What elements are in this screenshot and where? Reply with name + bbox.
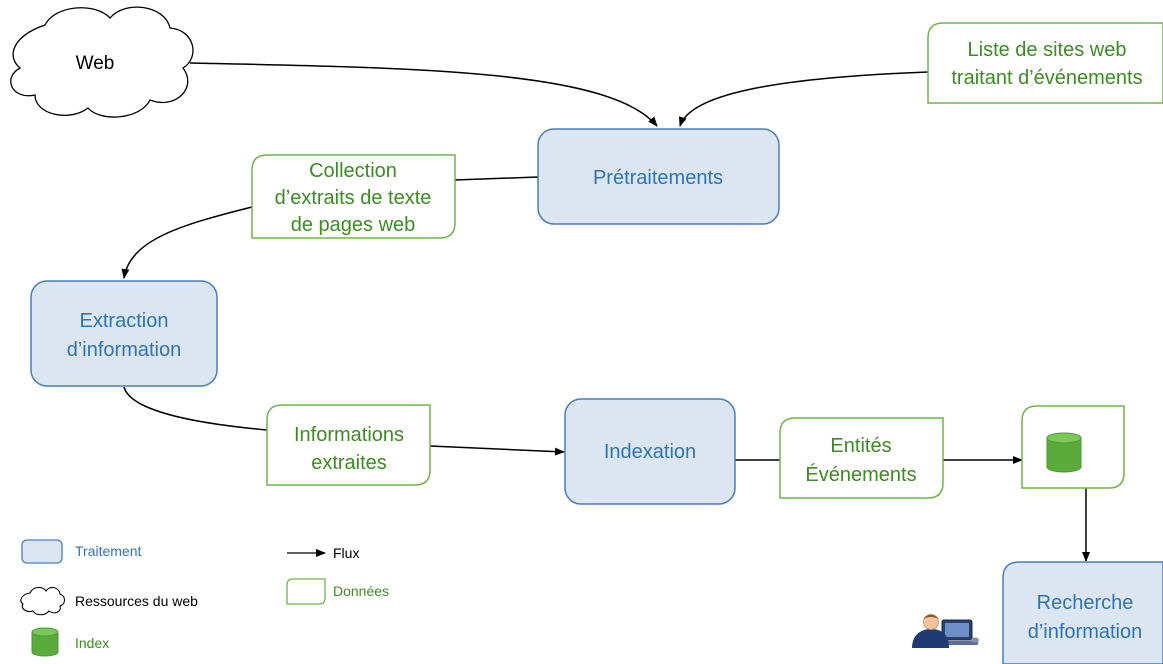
database-icon	[1046, 432, 1082, 473]
legend-ressources: Ressources du web	[20, 586, 198, 616]
collection-line3: de pages web	[291, 214, 416, 236]
database-icon	[31, 627, 59, 657]
web-cloud: Web	[10, 6, 194, 118]
legend-index-label: Index	[75, 635, 109, 651]
process-recherche: Recherche d’information	[1002, 561, 1163, 664]
process-box-shape	[1002, 561, 1163, 664]
extraction-line1: Extraction	[80, 310, 169, 332]
flow-web-to-pretraitements	[189, 62, 658, 127]
sites-list-line2: traitant d’événements	[951, 67, 1142, 89]
data-informations: Informations extraites	[266, 404, 431, 486]
data-box-shape	[927, 22, 1163, 104]
collection-line1: Collection	[309, 160, 397, 182]
flow-informations-to-indexation	[429, 445, 565, 456]
data-entites: Entités Événements	[779, 417, 944, 499]
entites-line2: Événements	[805, 463, 916, 486]
flow-connectors	[121, 62, 1090, 562]
flow-extraction-to-informations	[123, 386, 268, 431]
process-box-shape	[30, 280, 218, 387]
informations-line1: Informations	[294, 424, 404, 446]
legend-traitement: Traitement	[21, 539, 142, 564]
legend-index: Index	[31, 627, 109, 657]
legend-ressources-label: Ressources du web	[75, 593, 198, 609]
informations-line2: extraites	[311, 452, 387, 474]
collection-line2: d’extraits de texte	[275, 187, 432, 209]
indexation-label: Indexation	[604, 441, 696, 463]
legend-flux: Flux	[287, 545, 359, 561]
cloud-icon	[20, 586, 66, 616]
data-sites-list: Liste de sites web traitant d’événements	[927, 22, 1163, 104]
cloud-icon	[10, 6, 194, 118]
flow-collection-to-extraction	[121, 206, 253, 279]
flow-sites-to-pretraitements	[678, 71, 929, 127]
data-box-shape	[779, 417, 944, 499]
data-collection: Collection d’extraits de texte de pages …	[251, 154, 456, 239]
web-label: Web	[76, 53, 115, 74]
sites-list-line1: Liste de sites web	[968, 39, 1127, 61]
extraction-line2: d’information	[67, 339, 182, 361]
legend-flux-label: Flux	[333, 545, 359, 561]
recherche-line1: Recherche	[1037, 592, 1134, 614]
process-indexation: Indexation	[564, 398, 736, 505]
process-extraction: Extraction d’information	[30, 280, 218, 387]
process-box-shape	[537, 128, 780, 225]
process-pretraitements: Prétraitements	[537, 128, 780, 225]
legend-donnees-label: Données	[333, 583, 389, 599]
legend: Traitement Flux Ressources du web Donnée…	[20, 539, 389, 657]
flow-pretraitements-to-collection	[454, 176, 539, 181]
recherche-line2: d’information	[1028, 621, 1143, 643]
legend-donnees: Données	[286, 578, 389, 605]
data-index-store	[1021, 405, 1125, 489]
process-box-shape	[564, 398, 736, 505]
data-box-shape	[266, 404, 431, 486]
legend-traitement-label: Traitement	[75, 543, 142, 559]
user-computer-icon	[912, 614, 979, 648]
data-box-shape	[251, 154, 456, 239]
pretraitements-label: Prétraitements	[593, 167, 723, 189]
entites-line1: Entités	[830, 435, 891, 457]
